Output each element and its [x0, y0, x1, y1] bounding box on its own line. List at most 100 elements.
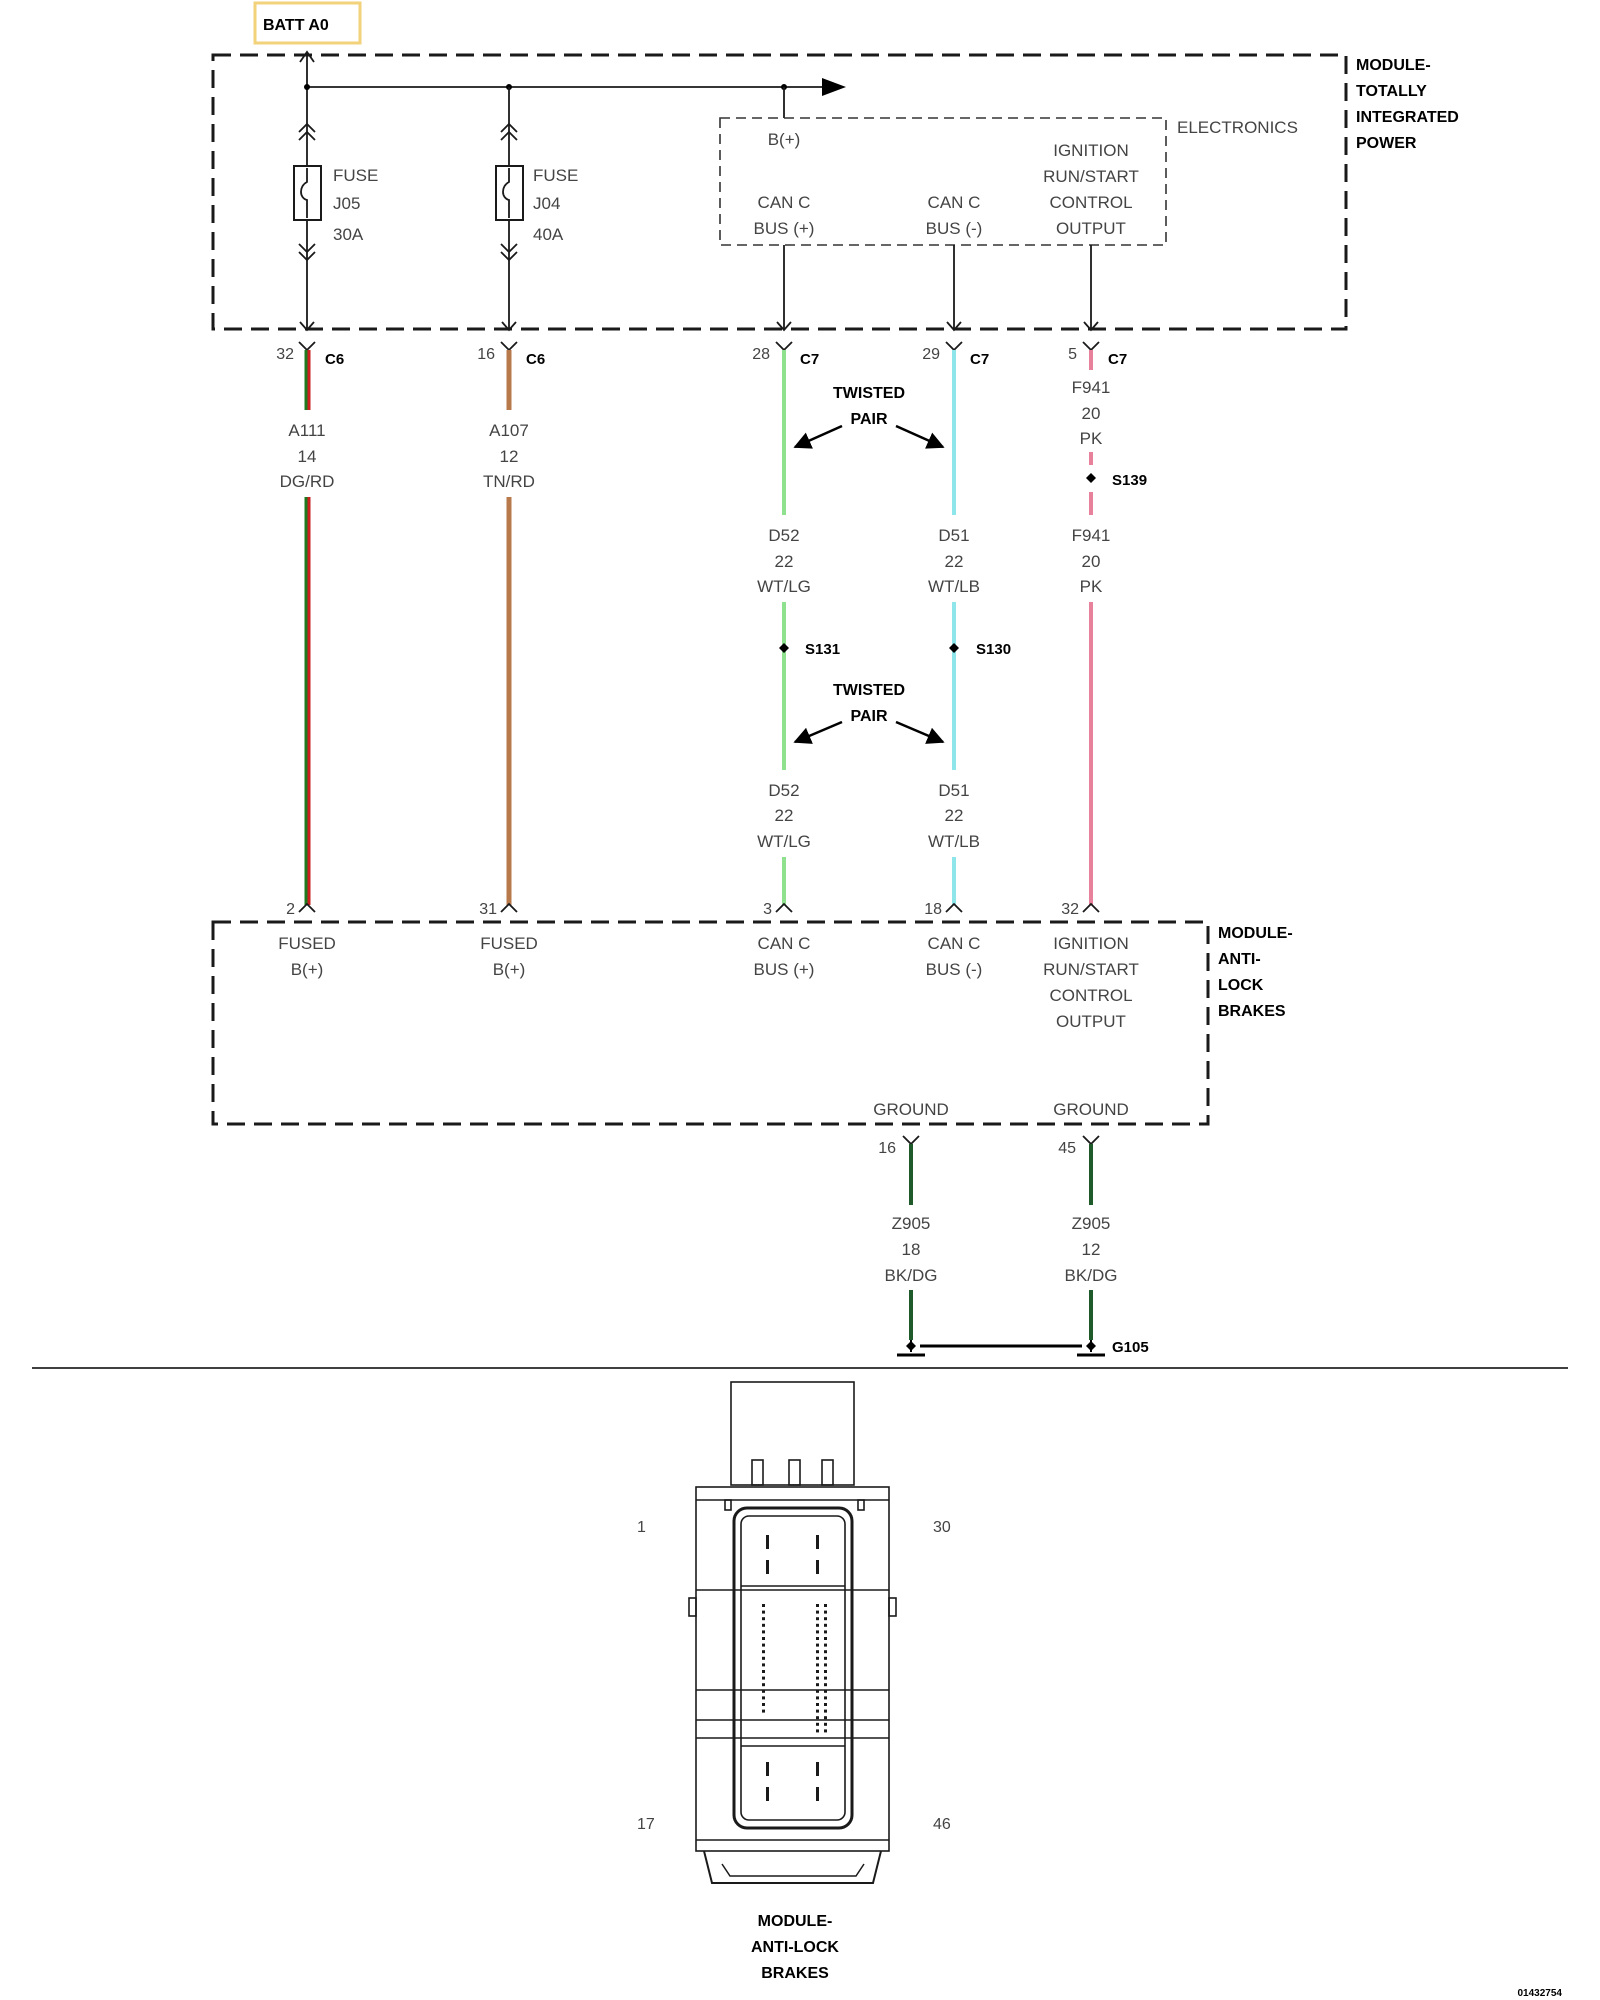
svg-text:B(+): B(+) — [291, 960, 324, 979]
svg-text:INTEGRATED: INTEGRATED — [1356, 109, 1459, 126]
abs-connector-face-icon — [688, 1381, 897, 1884]
pin-slot-dot — [816, 1696, 819, 1700]
splice-s131-icon — [779, 643, 789, 653]
pin-slot-dot — [762, 1689, 765, 1693]
pin-slot-dot — [816, 1670, 819, 1673]
pin-slot-dot — [824, 1610, 827, 1614]
ground-g105-icon — [897, 1340, 1105, 1357]
svg-text:RUN/START: RUN/START — [1043, 960, 1139, 979]
svg-text:D51: D51 — [938, 781, 969, 800]
pin-slot-dot — [824, 1696, 827, 1700]
svg-text:J05: J05 — [333, 194, 360, 213]
pin-slot-dot — [816, 1623, 819, 1627]
pin-slot-dot — [762, 1696, 765, 1700]
svg-text:40A: 40A — [533, 225, 564, 244]
splice-s130-icon — [949, 643, 959, 653]
pin-slot-dot — [762, 1650, 765, 1654]
pin-slot-dot — [762, 1670, 765, 1673]
svg-text:BK/DG: BK/DG — [885, 1266, 938, 1285]
abs-module-title: MODULE- ANTI- LOCK BRAKES — [1218, 925, 1293, 1020]
svg-text:30: 30 — [933, 1519, 951, 1536]
twisted-pair-arrow-right — [895, 424, 945, 449]
pin-slot-dot — [762, 1643, 765, 1647]
svg-text:CAN C: CAN C — [928, 934, 981, 953]
svg-text:F941: F941 — [1072, 526, 1111, 545]
pin-slot-dot — [762, 1604, 765, 1607]
svg-text:A107: A107 — [489, 421, 529, 440]
pin-slot-dot — [824, 1683, 827, 1687]
splice-s131-label: S131 — [805, 641, 840, 658]
svg-text:TOTALLY: TOTALLY — [1356, 83, 1427, 100]
svg-text:OUTPUT: OUTPUT — [1056, 1012, 1126, 1031]
pin-slot-dot — [816, 1610, 819, 1614]
svg-text:D52: D52 — [768, 526, 799, 545]
pin-slot-dot — [816, 1637, 819, 1640]
svg-text:FUSE: FUSE — [533, 166, 578, 185]
pin-slot-dot — [762, 1637, 765, 1640]
svg-text:16: 16 — [878, 1140, 896, 1157]
svg-text:PK: PK — [1080, 429, 1103, 448]
svg-text:CAN C: CAN C — [928, 193, 981, 212]
pin-slot-dot — [816, 1630, 819, 1634]
svg-text:16: 16 — [477, 346, 495, 363]
svg-text:GROUND: GROUND — [1053, 1100, 1129, 1119]
document-id: 01432754 — [1518, 1988, 1563, 1999]
svg-text:B(+): B(+) — [768, 130, 801, 149]
svg-text:18: 18 — [924, 901, 942, 918]
pin-slot-dot — [762, 1676, 765, 1680]
pin-slot-dot — [816, 1663, 819, 1667]
svg-text:17: 17 — [637, 1816, 655, 1833]
svg-text:GROUND: GROUND — [873, 1100, 949, 1119]
top-connector-pins: 32 C6 16 C6 28 C7 29 C7 5 C7 — [276, 341, 1127, 368]
svg-text:12: 12 — [500, 447, 519, 466]
pin-slot-dot — [824, 1630, 827, 1634]
svg-text:ANTI-: ANTI- — [1218, 951, 1261, 968]
svg-text:29: 29 — [922, 346, 940, 363]
batt-label: BATT A0 — [263, 17, 329, 34]
svg-text:CONTROL: CONTROL — [1049, 986, 1132, 1005]
pin-slot-dot — [762, 1630, 765, 1634]
pin-slot-dot — [762, 1709, 765, 1713]
svg-text:WT/LG: WT/LG — [757, 832, 811, 851]
svg-text:D52: D52 — [768, 781, 799, 800]
svg-text:31: 31 — [479, 901, 497, 918]
svg-text:FUSED: FUSED — [480, 934, 538, 953]
svg-text:18: 18 — [902, 1240, 921, 1259]
pin-slot-dot — [824, 1637, 827, 1640]
svg-text:CONTROL: CONTROL — [1049, 193, 1132, 212]
svg-text:BUS (+): BUS (+) — [754, 219, 815, 238]
pin-slot-dot — [816, 1729, 819, 1733]
svg-text:B(+): B(+) — [493, 960, 526, 979]
pin-slot-dot — [816, 1650, 819, 1654]
svg-text:TWISTED: TWISTED — [833, 682, 905, 699]
svg-text:C7: C7 — [800, 351, 819, 368]
svg-text:BUS (+): BUS (+) — [754, 960, 815, 979]
pin-slot-dot — [762, 1623, 765, 1627]
svg-text:D51: D51 — [938, 526, 969, 545]
pin-slot-dot — [816, 1604, 819, 1607]
svg-text:12: 12 — [1082, 1240, 1101, 1259]
svg-text:28: 28 — [752, 346, 770, 363]
pin-slot-dot — [824, 1643, 827, 1647]
svg-text:PAIR: PAIR — [850, 708, 887, 725]
svg-text:OUTPUT: OUTPUT — [1056, 219, 1126, 238]
svg-text:30A: 30A — [333, 225, 364, 244]
pin-slot-dot — [824, 1656, 827, 1660]
svg-text:A111: A111 — [288, 421, 325, 440]
pin-slot-dot — [816, 1703, 819, 1706]
svg-text:IGNITION: IGNITION — [1053, 934, 1129, 953]
svg-text:FUSE: FUSE — [333, 166, 378, 185]
svg-text:MODULE-: MODULE- — [758, 1913, 833, 1930]
pin-slot-dot — [762, 1703, 765, 1706]
fuse-j04-icon — [495, 122, 524, 262]
pin-slot-dot — [762, 1617, 765, 1621]
svg-text:CAN C: CAN C — [758, 193, 811, 212]
svg-text:RUN/START: RUN/START — [1043, 167, 1139, 186]
svg-text:32: 32 — [1061, 901, 1079, 918]
svg-text:Z905: Z905 — [1072, 1214, 1111, 1233]
pin-slot-dot — [762, 1610, 765, 1614]
connector-pin-slots — [766, 1535, 819, 1801]
svg-text:22: 22 — [945, 806, 964, 825]
splice-s139-label: S139 — [1112, 472, 1147, 489]
